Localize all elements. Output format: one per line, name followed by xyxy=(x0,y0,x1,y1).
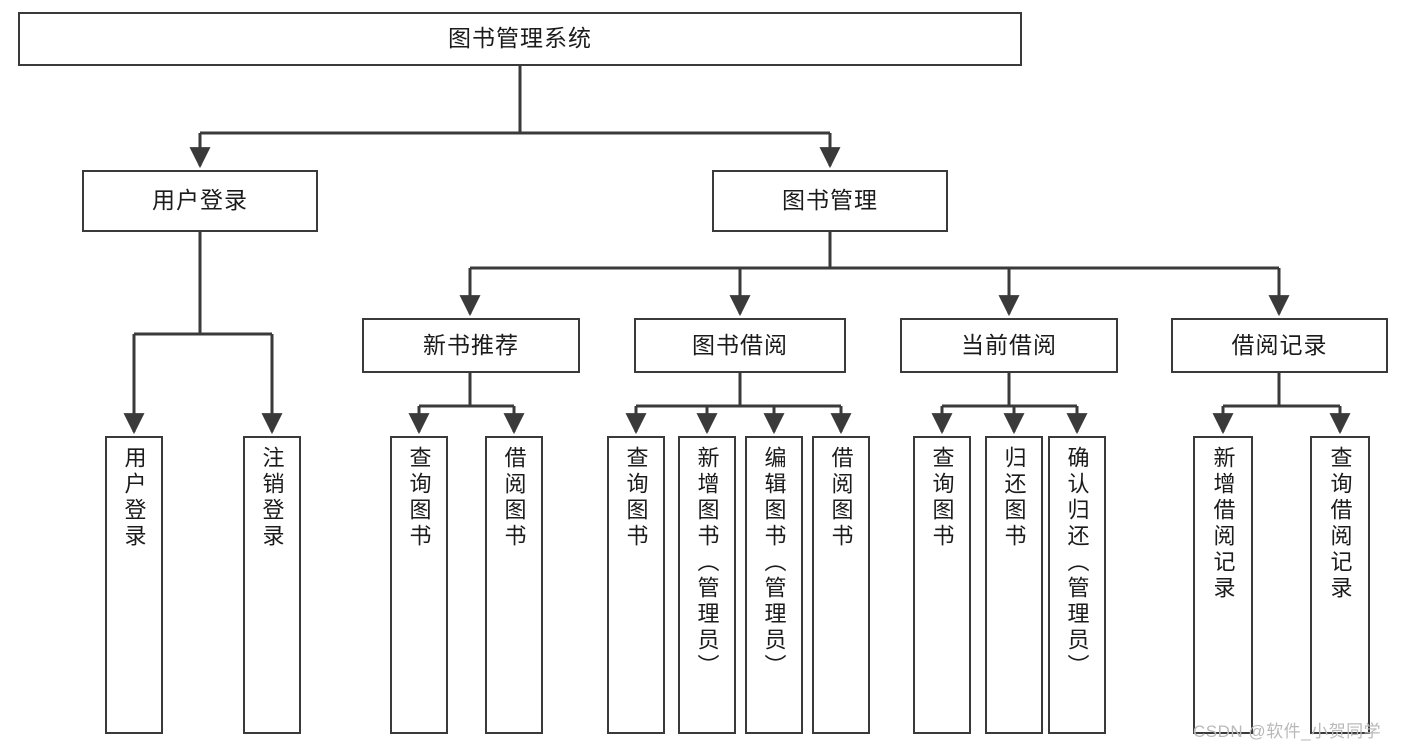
leaf-query-borrow-record-label: 查询借阅记录 xyxy=(1327,446,1353,602)
leaf-query-book-newbook-label: 查询图书 xyxy=(406,446,432,550)
node-borrow-record[interactable]: 借阅记录 xyxy=(1171,318,1388,373)
leaf-query-book-newbook[interactable]: 查询图书 xyxy=(390,436,448,734)
node-book-management-label: 图书管理 xyxy=(782,187,878,214)
leaf-borrow-book-borrow[interactable]: 借阅图书 xyxy=(812,436,870,734)
node-user-login-label: 用户登录 xyxy=(152,187,248,214)
leaf-edit-book-admin[interactable]: 编辑图书（管理员） xyxy=(745,436,803,734)
leaf-query-borrow-record[interactable]: 查询借阅记录 xyxy=(1310,436,1370,734)
node-current-borrow-label: 当前借阅 xyxy=(961,331,1057,358)
node-book-borrow[interactable]: 图书借阅 xyxy=(634,318,846,373)
leaf-add-borrow-record[interactable]: 新增借阅记录 xyxy=(1193,436,1253,734)
node-root-label: 图书管理系统 xyxy=(448,25,592,52)
leaf-borrow-book-newbook[interactable]: 借阅图书 xyxy=(485,436,543,734)
node-new-book-recommend-label: 新书推荐 xyxy=(423,331,519,358)
leaf-logout[interactable]: 注销登录 xyxy=(243,436,301,734)
leaf-confirm-return-admin-label: 确认归还（管理员） xyxy=(1064,446,1090,680)
leaf-return-book-label: 归还图书 xyxy=(1001,446,1027,550)
node-user-login[interactable]: 用户登录 xyxy=(82,170,318,232)
leaf-logout-label: 注销登录 xyxy=(259,446,285,550)
leaf-confirm-return-admin[interactable]: 确认归还（管理员） xyxy=(1048,436,1106,734)
leaf-query-book-current-label: 查询图书 xyxy=(929,446,955,550)
watermark: CSDN @软件_小贺同学 xyxy=(1193,722,1382,741)
leaf-add-borrow-record-label: 新增借阅记录 xyxy=(1210,446,1236,602)
leaf-user-login-label: 用户登录 xyxy=(121,446,147,550)
leaf-query-book-borrow[interactable]: 查询图书 xyxy=(607,436,665,734)
leaf-query-book-current[interactable]: 查询图书 xyxy=(913,436,971,734)
node-book-borrow-label: 图书借阅 xyxy=(692,331,788,358)
node-book-management[interactable]: 图书管理 xyxy=(712,170,948,232)
node-borrow-record-label: 借阅记录 xyxy=(1231,331,1328,358)
leaf-user-login[interactable]: 用户登录 xyxy=(105,436,163,734)
leaf-add-book-admin-label: 新增图书（管理员） xyxy=(694,446,720,680)
node-root[interactable]: 图书管理系统 xyxy=(18,12,1022,66)
leaf-borrow-book-borrow-label: 借阅图书 xyxy=(828,446,854,550)
leaf-add-book-admin[interactable]: 新增图书（管理员） xyxy=(678,436,736,734)
leaf-return-book[interactable]: 归还图书 xyxy=(985,436,1043,734)
leaf-borrow-book-newbook-label: 借阅图书 xyxy=(501,446,527,550)
node-new-book-recommend[interactable]: 新书推荐 xyxy=(362,318,580,373)
node-current-borrow[interactable]: 当前借阅 xyxy=(900,318,1118,373)
leaf-edit-book-admin-label: 编辑图书（管理员） xyxy=(761,446,787,680)
leaf-query-book-borrow-label: 查询图书 xyxy=(623,446,649,550)
